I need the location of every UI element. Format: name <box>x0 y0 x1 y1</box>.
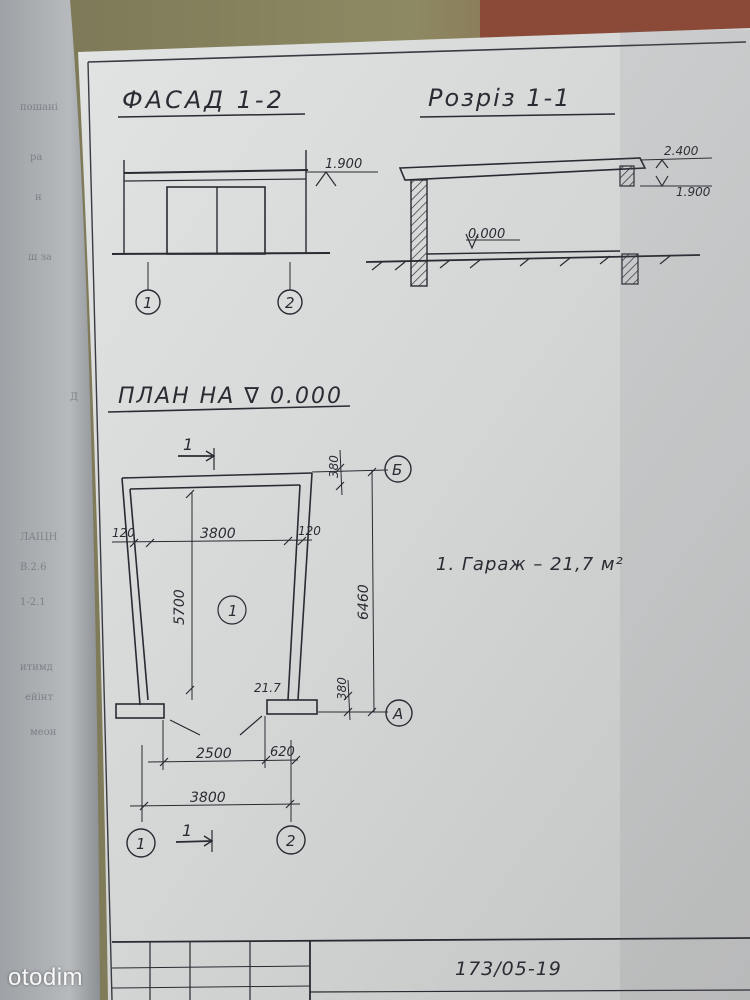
dim-total-length: 6460 <box>356 584 372 620</box>
dim-side-pier: 620 <box>270 745 295 760</box>
section-level-top: 2.400 <box>664 144 699 158</box>
plan-title-underline <box>107 405 351 413</box>
room-number: 1 <box>228 602 238 620</box>
paper-sheet <box>78 28 750 1000</box>
section-footing-right <box>621 253 639 285</box>
stamp-code: 173/05-19 <box>455 958 562 980</box>
left-page-text: пошані ра н ш за Д ЛАІЦН В.2.6 1-2.1 итимд ей… <box>20 102 78 738</box>
plan-axis-2-label: 2 <box>286 832 296 850</box>
section-marker-top-label: 1 <box>183 435 193 454</box>
svg-text:итимд: итимд <box>20 662 53 673</box>
section-drawing <box>365 157 713 287</box>
facade-elevation <box>111 150 378 255</box>
left-page <box>0 0 100 1000</box>
right-shadow <box>620 30 750 1000</box>
svg-text:Д: Д <box>70 392 78 403</box>
dim-inner-width: 3800 <box>200 526 236 542</box>
plan-walls <box>115 472 318 736</box>
watermark-logo: otodim <box>8 964 84 991</box>
svg-text:1-2.1: 1-2.1 <box>20 597 46 608</box>
section-level-low: 1.900 <box>676 185 711 199</box>
svg-text:ейінт: ейінт <box>25 692 53 703</box>
section-marker-bottom-label: 1 <box>182 821 192 840</box>
facade-axis-1 <box>135 262 161 315</box>
dim-wall-left: 120 <box>112 526 135 540</box>
dim-bottom-offset: 380 <box>335 677 349 700</box>
plan-axis-1-circle <box>126 828 156 858</box>
title-block <box>111 937 750 1000</box>
facade-axis-2 <box>277 262 303 315</box>
room-area-label: 21.7 <box>254 681 281 695</box>
facade-axis-1-label: 1 <box>143 294 153 312</box>
axis-A-label: А <box>392 705 403 723</box>
section-title-underline <box>419 113 616 118</box>
svg-text:ра: ра <box>30 152 42 163</box>
svg-text:ш за: ш за <box>28 252 52 263</box>
drawing-frame-left <box>87 61 113 1000</box>
plan-title: ПЛАН НА ∇ 0.000 <box>118 384 343 409</box>
dim-inner-length: 5700 <box>172 589 188 625</box>
drawing-frame <box>87 41 747 63</box>
axis-B-circle <box>384 455 412 483</box>
svg-text:ЛАІЦН: ЛАІЦН <box>20 532 58 543</box>
svg-text:пошані: пошані <box>20 102 58 113</box>
facade-title-underline <box>117 113 306 118</box>
section-title: Розріз 1-1 <box>428 84 571 112</box>
section-marker-top <box>178 448 216 470</box>
svg-text:меон: меон <box>30 727 57 738</box>
section-ground-level: 0.000 <box>468 227 505 242</box>
svg-text:В.2.6: В.2.6 <box>20 562 46 573</box>
axis-B-label: Б <box>392 461 402 479</box>
room-legend: 1. Гараж – 21,7 м² <box>436 554 624 575</box>
facade-title: ФАСАД 1-2 <box>122 86 285 114</box>
facade-level: 1.900 <box>325 157 362 172</box>
dim-top-offset: 380 <box>327 455 341 478</box>
svg-text:н: н <box>35 192 42 203</box>
section-wall-left <box>410 179 428 287</box>
dim-axis-width: 3800 <box>190 790 226 806</box>
section-beam-right <box>619 165 635 187</box>
room-number-circle <box>217 595 247 625</box>
plan-axis-2-circle <box>276 825 306 855</box>
facade-axis-2-label: 2 <box>285 294 295 312</box>
plan-dimension-lines <box>111 449 389 822</box>
dim-wall-right: 120 <box>298 524 321 538</box>
dim-door-width: 2500 <box>196 746 232 762</box>
section-marker-bottom <box>175 830 214 852</box>
axis-A-circle <box>385 699 413 727</box>
plan-axis-1-label: 1 <box>136 835 146 853</box>
